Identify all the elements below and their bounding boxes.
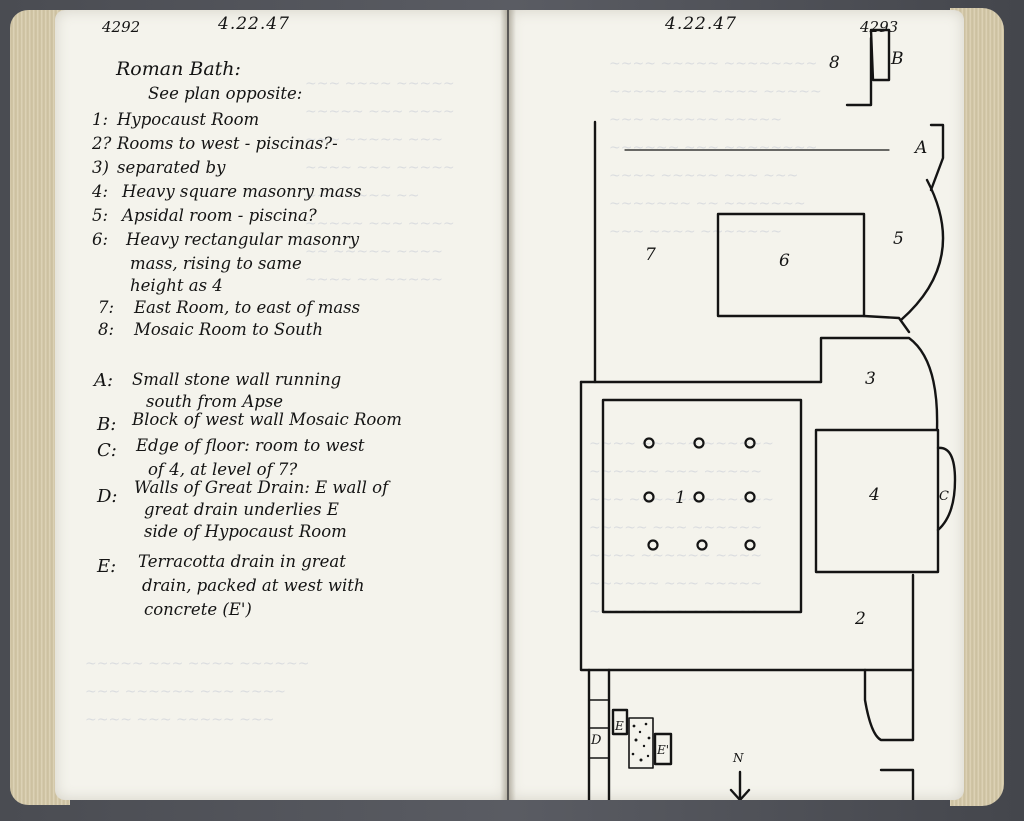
plan-label-e: E (614, 719, 624, 733)
letter-text: south from Apse (146, 392, 284, 411)
letter-text: side of Hypocaust Room (144, 522, 347, 541)
room-6 (716, 212, 866, 318)
page-number-left: 4292 (102, 18, 141, 36)
plan-label-4: 4 (868, 485, 880, 505)
plan-label-e-prime: E' (656, 743, 669, 757)
entry-text: separated by (117, 158, 226, 177)
hypocaust-pilae (643, 437, 756, 551)
wall-block-b (869, 28, 891, 82)
bleed-through-text-lower: ~~~~~ ~~~ ~~~~ ~~~~~~ ~~~ ~~~~~~ ~~~ ~~~… (85, 656, 310, 728)
entry-text: mass, rising to same (130, 254, 302, 273)
entry-text: Rooms to west - piscinas?- (117, 134, 338, 153)
page-title: Roman Bath: (116, 58, 241, 80)
plan-label-3: 3 (865, 369, 876, 389)
room-4 (814, 428, 940, 574)
plan-label-d: D (590, 733, 602, 748)
plan-label-1: 1 (675, 488, 686, 508)
apse-connection (862, 314, 911, 334)
drain-e-prime (653, 732, 673, 766)
room-1-hypocaust (601, 398, 803, 614)
entry-text: Mosaic Room to South (134, 320, 324, 339)
letter-key: B: (97, 414, 117, 435)
entry-key: 7: (98, 298, 115, 317)
entry-text: height as 4 (130, 276, 223, 295)
wall-a (929, 123, 945, 192)
entry-key: 1: (92, 110, 109, 129)
letter-text: of 4, at level of 7? (148, 460, 298, 479)
letter-text: Small stone wall running (132, 370, 342, 389)
letter-text: Terracotta drain in great (138, 552, 346, 571)
letter-text: great drain underlies E (144, 500, 339, 519)
plan-label-6: 6 (779, 251, 790, 271)
entry-text: Hypocaust Room (117, 110, 260, 129)
apse-room-5 (899, 178, 945, 322)
page-subtitle: See plan opposite: (148, 84, 303, 103)
plan-label-8: 8 (829, 53, 840, 73)
gutter-shadow (500, 10, 516, 800)
letter-key: A: (94, 370, 114, 391)
letter-text: drain, packed at west with (142, 576, 365, 595)
plan-label-b: B (890, 49, 904, 69)
letter-key: C: (97, 440, 117, 461)
entry-key: 2? (92, 134, 112, 153)
room-3 (819, 336, 939, 432)
site-plan-drawing: 8 B A 5 7 6 3 4 C 1 2 D E E' N (579, 28, 957, 800)
letter-text: Edge of floor: room to west (136, 436, 365, 455)
plan-label-c: C (939, 489, 949, 504)
drain-packing (628, 717, 654, 769)
page-date-right: 4.22.47 (665, 14, 737, 34)
plan-label-2: 2 (854, 609, 866, 629)
room-2-extension (863, 668, 915, 742)
entry-key: 8: (98, 320, 115, 339)
plan-label-5: 5 (893, 229, 904, 249)
room-2-outline (579, 380, 915, 672)
floor-edge-c (936, 446, 957, 532)
entry-text: Heavy square masonry mass (122, 182, 362, 201)
entry-key: 3) (92, 158, 109, 177)
letter-key: E: (97, 556, 117, 577)
letter-text: Block of west wall Mosaic Room (132, 410, 402, 429)
north-label: N (732, 751, 744, 765)
drain-cross-walls (588, 699, 610, 759)
letter-key: D: (97, 486, 118, 507)
entry-key: 6: (92, 230, 109, 249)
page-date-left: 4.22.47 (218, 14, 290, 34)
entry-text: East Room, to east of mass (134, 298, 361, 317)
terracotta-drain-e (611, 708, 629, 736)
entry-text: Apsidal room - piscina? (122, 206, 317, 225)
concrete-stipple (631, 722, 651, 762)
letter-text: concrete (E') (144, 600, 252, 619)
mosaic-room-corner (845, 36, 873, 107)
entry-key: 5: (92, 206, 109, 225)
north-arrow-icon (729, 770, 751, 800)
plan-label-7: 7 (645, 245, 656, 265)
plan-label-a: A (913, 138, 927, 158)
entry-text: Heavy rectangular masonry (126, 230, 360, 249)
entry-key: 4: (92, 182, 109, 201)
letter-text: Walls of Great Drain: E wall of (134, 478, 389, 497)
south-fragment (879, 768, 915, 800)
